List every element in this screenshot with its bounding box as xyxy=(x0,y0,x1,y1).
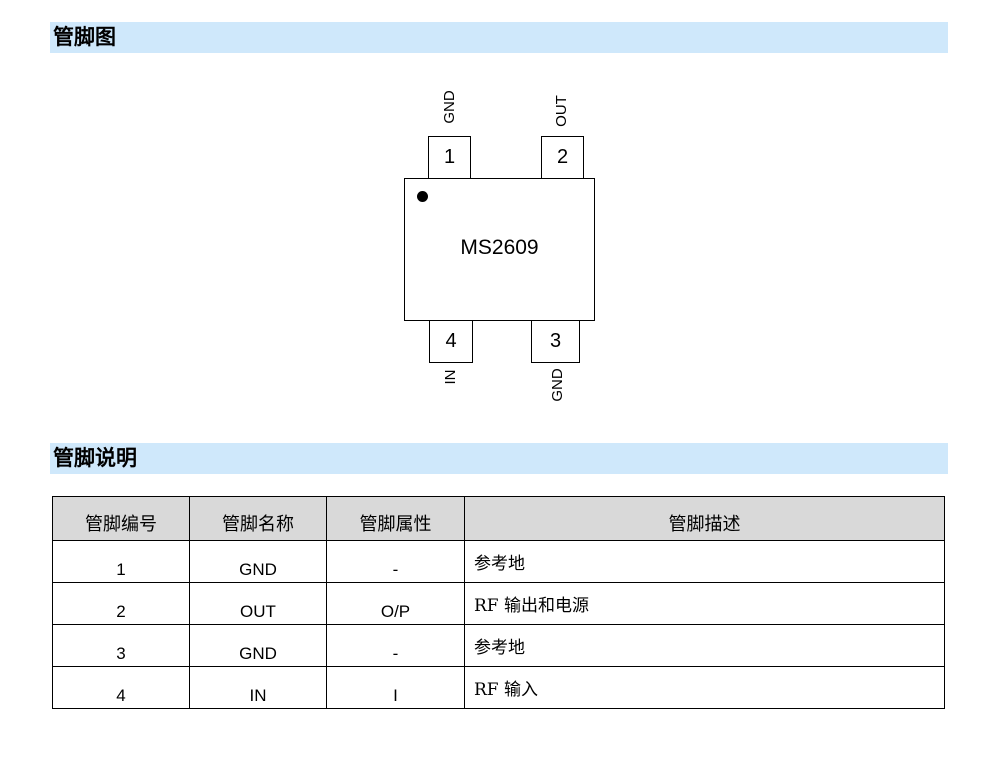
cell-pin-name: IN xyxy=(189,666,327,709)
header-pin-attribute: 管脚属性 xyxy=(326,496,465,541)
pin-4-label: IN xyxy=(442,369,459,385)
pin-4-box: 4 xyxy=(429,320,473,363)
cell-pin-description: RF 输入 xyxy=(464,666,945,709)
chip-body: MS2609 xyxy=(404,178,595,321)
pin-2-label: OUT xyxy=(553,95,570,127)
header-pin-number: 管脚编号 xyxy=(52,496,190,541)
cell-pin-attribute: I xyxy=(326,666,465,709)
pin-1-box: 1 xyxy=(428,136,471,179)
section-header-pinout: 管脚图 xyxy=(50,22,948,53)
cell-pin-attribute: - xyxy=(326,540,465,583)
cell-pin-description: 参考地 xyxy=(464,624,945,667)
pin-description-table: 管脚编号 管脚名称 管脚属性 管脚描述 1 GND - 参考地 2 OUT O/… xyxy=(52,496,945,709)
cell-pin-number: 2 xyxy=(52,582,190,625)
cell-pin-attribute: O/P xyxy=(326,582,465,625)
header-pin-description: 管脚描述 xyxy=(464,496,945,541)
cell-pin-number: 1 xyxy=(52,540,190,583)
cell-pin-description: RF 输出和电源 xyxy=(464,582,945,625)
pin-3-box: 3 xyxy=(531,320,580,363)
cell-pin-attribute: - xyxy=(326,624,465,667)
table-row: 4 IN I RF 输入 xyxy=(52,666,945,709)
cell-pin-name: GND xyxy=(189,540,327,583)
cell-pin-number: 3 xyxy=(52,624,190,667)
table-row: 3 GND - 参考地 xyxy=(52,624,945,667)
section-title: 管脚说明 xyxy=(53,446,137,470)
pin-2-box: 2 xyxy=(541,136,584,179)
pin1-indicator-dot xyxy=(417,191,428,202)
cell-pin-name: OUT xyxy=(189,582,327,625)
cell-pin-description: 参考地 xyxy=(464,540,945,583)
section-title: 管脚图 xyxy=(53,25,116,49)
table-row: 1 GND - 参考地 xyxy=(52,540,945,583)
pin-3-label: GND xyxy=(549,368,566,402)
table-header-row: 管脚编号 管脚名称 管脚属性 管脚描述 xyxy=(52,496,945,541)
section-header-description: 管脚说明 xyxy=(50,443,948,474)
cell-pin-name: GND xyxy=(189,624,327,667)
header-pin-name: 管脚名称 xyxy=(189,496,327,541)
chip-name: MS2609 xyxy=(460,236,539,259)
cell-pin-number: 4 xyxy=(52,666,190,709)
table-row: 2 OUT O/P RF 输出和电源 xyxy=(52,582,945,625)
pin-1-label: GND xyxy=(441,90,458,124)
pin-diagram: MS2609 1 2 3 4 GND OUT GND IN xyxy=(404,90,595,402)
